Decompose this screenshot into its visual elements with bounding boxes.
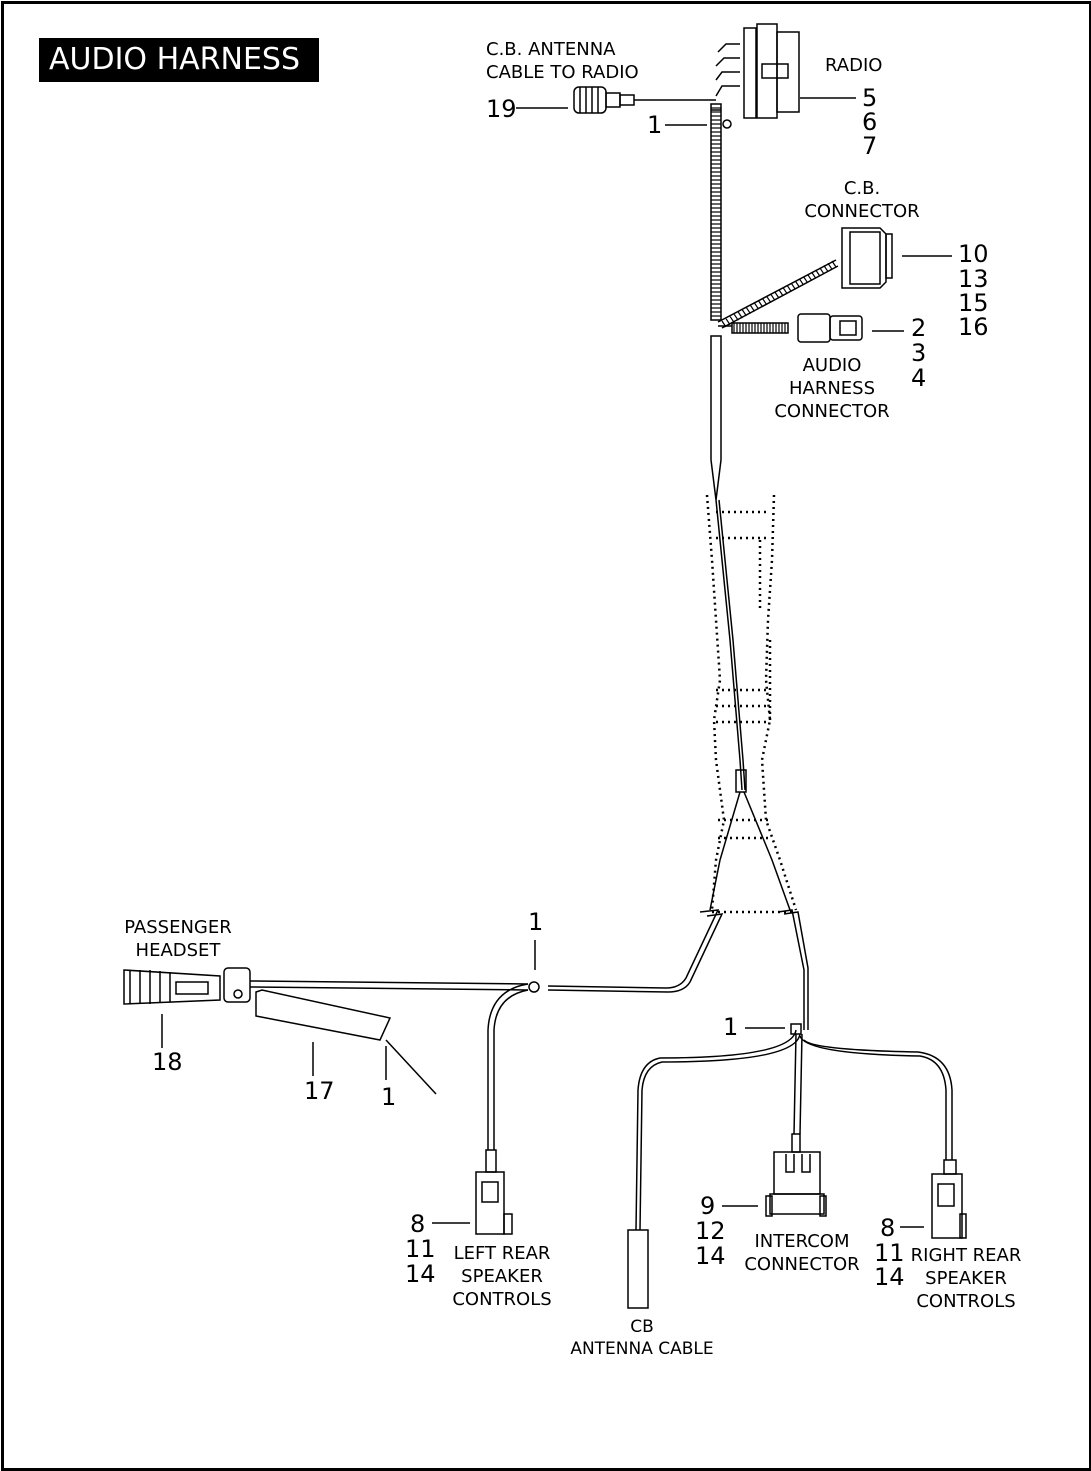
callout-tie-1: 1: [381, 1083, 397, 1111]
cb-lead-rib: [721, 320, 727, 328]
trunk-tube: [710, 335, 747, 793]
callout-radio-6: 6: [862, 108, 878, 136]
label-cb-antenna-cable: CB ANTENNA CABLE: [570, 1317, 714, 1359]
label-cb-antenna-cable-to-radio: C.B. ANTENNA CABLE TO RADIO: [486, 39, 639, 83]
cb-lead-rib: [733, 314, 739, 321]
callout-radio-7: 7: [862, 132, 878, 160]
label-audio-harness-connector: AUDIO HARNESS CONNECTOR: [774, 355, 890, 422]
cb-connector-body: [717, 227, 952, 329]
cb-lead-rib: [758, 300, 764, 308]
cb-lead-rib: [827, 262, 833, 270]
cb-lead-rib: [798, 278, 804, 286]
cb-lead-rib: [794, 280, 800, 288]
cb-lead-rib: [823, 265, 829, 272]
cb-lead-rib: [819, 267, 825, 274]
callout-intercom-14: 14: [695, 1242, 726, 1270]
right-branches: [627, 1023, 967, 1309]
cb-lead-rib: [725, 318, 731, 326]
cb-lead-rib: [811, 271, 817, 279]
label-radio: RADIO: [825, 55, 883, 76]
callout-cb-10: 10: [958, 240, 989, 268]
callout-left-14: 14: [405, 1260, 436, 1288]
callout-cover-17: 17: [304, 1077, 335, 1105]
cb-lead-rib: [770, 294, 776, 301]
callout-headset-18: 18: [152, 1048, 183, 1076]
diagram-title: AUDIO HARNESS: [39, 38, 319, 82]
cb-lead-rib: [774, 291, 780, 299]
cb-lead-rib: [786, 285, 792, 292]
headset-branch: [123, 940, 540, 1173]
callout-cb-15: 15: [958, 289, 989, 317]
label-right-rear-speaker-controls: RIGHT REAR SPEAKER CONTROLS: [910, 1245, 1022, 1312]
cb-lead-rib: [778, 289, 784, 297]
cb-lead-rib: [782, 287, 788, 294]
label-left-rear-speaker-controls: LEFT REAR SPEAKER CONTROLS: [452, 1243, 552, 1310]
callout-right-11: 11: [874, 1239, 905, 1267]
cb-lead-rib: [790, 282, 796, 290]
cb-lead-rib: [750, 305, 756, 312]
cb-lead-rib: [745, 307, 751, 314]
callout-right-8: 8: [880, 1214, 896, 1242]
callout-cb-13: 13: [958, 265, 989, 293]
corrugated-trunk: [665, 103, 732, 321]
label-passenger-headset: PASSENGER HEADSET: [124, 917, 232, 961]
callout-intercom-9: 9: [700, 1192, 716, 1220]
cb-lead-rib: [815, 269, 821, 277]
label-intercom-connector: INTERCOM CONNECTOR: [744, 1231, 860, 1275]
left-speaker-connector-body: [432, 1171, 513, 1235]
callout-radio-5: 5: [862, 84, 878, 112]
label-cb-connector: C.B. CONNECTOR: [804, 178, 920, 222]
cb-lead-rib: [762, 298, 768, 306]
cb-lead-rib: [831, 260, 837, 268]
callout-audio-2: 2: [911, 314, 927, 342]
callout-audio-4: 4: [911, 364, 927, 392]
cb-lead-rib: [729, 316, 735, 323]
cb-antenna-plug: [516, 86, 716, 114]
cb-lead-rib: [737, 311, 743, 319]
callout-clip-mid-1: 1: [528, 908, 544, 936]
cb-lead-rib: [741, 309, 747, 317]
callout-right-14: 14: [874, 1263, 905, 1291]
cb-lead-rib: [754, 302, 760, 310]
callout-antenna-19: 19: [486, 95, 517, 123]
harness-split: [547, 791, 809, 1030]
cb-lead-rib: [802, 276, 808, 283]
corrugation-ribs: /* placeholder */: [711, 107, 837, 333]
callout-clip-right-1: 1: [723, 1013, 739, 1041]
fairing-outline: [705, 494, 798, 914]
callout-audio-3: 3: [911, 339, 927, 367]
callout-cb-16: 16: [958, 313, 989, 341]
cb-lead-rib: [766, 296, 772, 303]
callout-left-11: 11: [405, 1235, 436, 1263]
callout-intercom-12: 12: [695, 1217, 726, 1245]
callout-left-8: 8: [410, 1210, 426, 1238]
radio-unit: [715, 23, 856, 119]
cb-lead-rib: [807, 274, 813, 281]
callout-clip-top-1: 1: [647, 111, 663, 139]
